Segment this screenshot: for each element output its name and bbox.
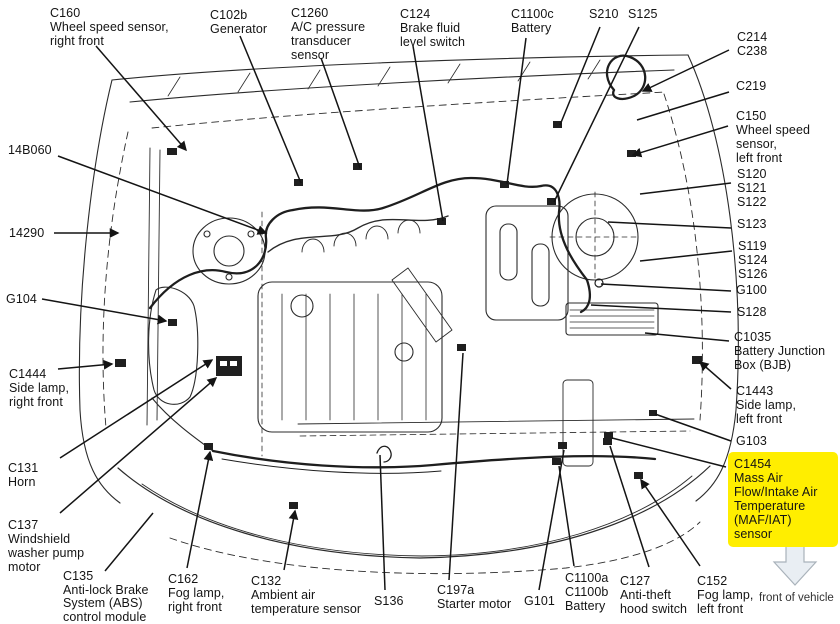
label-c127: C127 Anti-theft hood switch (620, 574, 688, 616)
label-s123: S123 (737, 217, 767, 231)
vehicle-body-outline (78, 54, 739, 575)
label-c1100c: C1100c Battery (511, 7, 554, 35)
label-g103: G103 (736, 434, 767, 448)
front-of-vehicle-label: front of vehicle (759, 592, 834, 604)
label-s136: S136 (374, 594, 404, 608)
label-c1035: C1035 Battery Junction Box (BJB) (734, 330, 826, 372)
label-c132: C132 Ambient air temperature sensor (251, 574, 362, 616)
engine-and-components (148, 191, 659, 467)
label-14b060: 14B060 (8, 143, 52, 157)
label-c160: C160 Wheel speed sensor, right front (50, 6, 169, 48)
label-c102b: C102b Generator (210, 8, 268, 36)
label-g100: G100 (736, 283, 767, 297)
leader-lines (41, 26, 733, 591)
label-c135: C135 Anti-lock Brake System (ABS) contro… (63, 569, 149, 624)
label-s119-s124-s126: S119 S124 S126 (738, 239, 768, 281)
label-c150: C150 Wheel speed sensor, left front (736, 109, 811, 165)
label-s120-s121-s122: S120 S121 S122 (737, 167, 767, 209)
label-c152: C152 Fog lamp, left front (697, 574, 754, 616)
label-c1100a-c1100b: C1100a C1100b Battery (565, 571, 609, 613)
wiring-harness (148, 54, 657, 474)
label-c1260: C1260 A/C pressure transducer sensor (291, 6, 366, 62)
label-c137: C137 Windshield washer pump motor (8, 518, 85, 574)
label-g104: G104 (6, 292, 37, 306)
label-c124: C124 Brake fluid level switch (400, 7, 466, 49)
label-s128: S128 (737, 305, 767, 319)
label-s210: S210 (589, 7, 619, 21)
label-c197a: C197a Starter motor (437, 583, 512, 611)
label-s125: S125 (628, 7, 658, 21)
connector-markers (115, 121, 702, 509)
front-of-vehicle-arrow (772, 541, 818, 586)
label-c219: C219 (736, 79, 767, 93)
label-c131: C131 Horn (8, 461, 39, 489)
label-c1443: C1443 Side lamp, left front (736, 384, 797, 426)
label-c214-c238: C214 C238 (737, 30, 768, 58)
label-14290: 14290 (9, 226, 45, 240)
label-c1444: C1444 Side lamp, right front (9, 367, 70, 409)
label-c1454-highlighted: C1454 Mass Air Flow/Intake Air Temperatu… (728, 452, 838, 547)
label-g101: G101 (524, 594, 555, 608)
label-c162: C162 Fog lamp, right front (168, 572, 225, 614)
